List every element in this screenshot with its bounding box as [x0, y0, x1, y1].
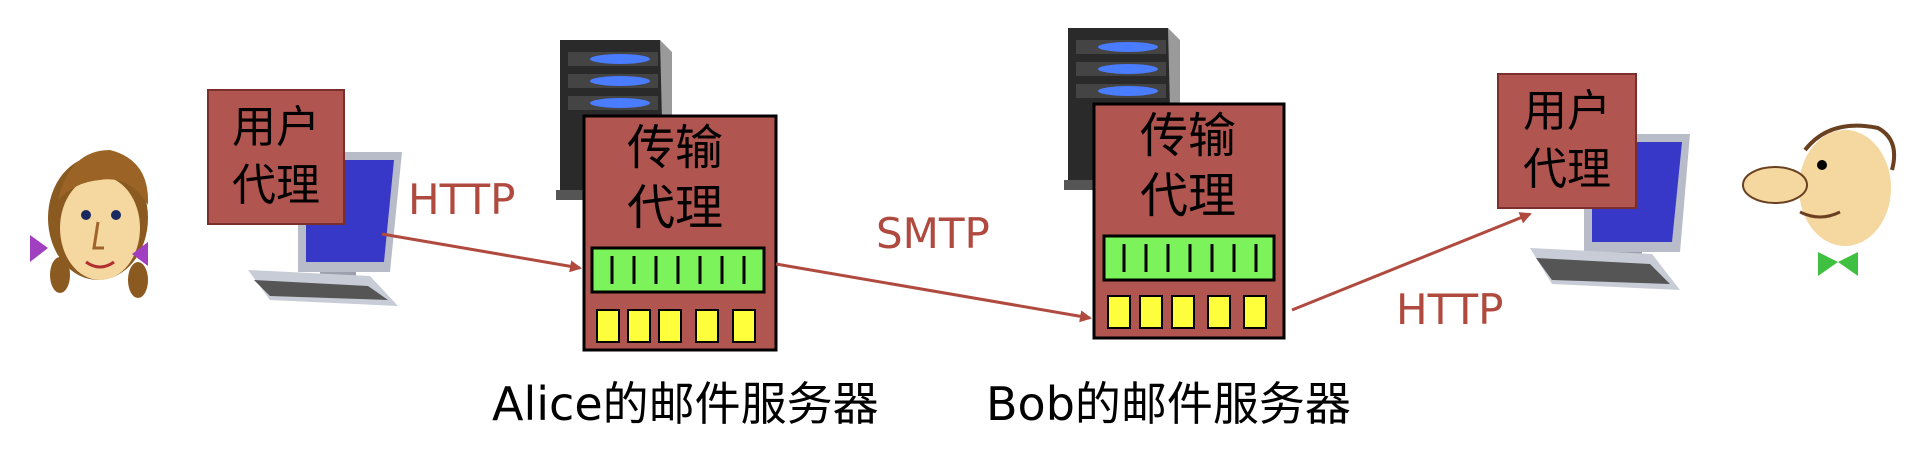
woman-face-icon [30, 150, 149, 298]
transfer-agent-alice-line1: 传输 [627, 120, 723, 176]
protocol-label-http-left: HTTP [408, 175, 515, 224]
transfer-agent-bob-line2: 代理 [1140, 168, 1236, 224]
user-agent-right-line2: 代理 [1523, 144, 1611, 195]
bob-mailbox-slots [1107, 295, 1267, 329]
alice-server-caption: Alice的邮件服务器 [492, 377, 879, 431]
protocol-label-http-right: HTTP [1396, 285, 1503, 334]
user-agent-right [1497, 73, 1637, 209]
transfer-agent-alice-line2: 代理 [627, 180, 723, 236]
protocol-label-smtp: SMTP [876, 209, 990, 258]
bob-server-caption: Bob的邮件服务器 [986, 377, 1351, 431]
smtp-arrow [775, 262, 1092, 323]
man-face-icon [1742, 123, 1897, 276]
http-arrow-left [381, 232, 582, 273]
alice-mailbox-slots [596, 309, 756, 343]
alice-outgoing-queue [590, 246, 766, 294]
user-agent-left-line2: 代理 [232, 160, 320, 211]
transfer-agent-bob-line1: 传输 [1140, 108, 1236, 164]
user-agent-left-line1: 用户 [232, 102, 320, 153]
user-agent-right-line1: 用户 [1523, 86, 1611, 137]
bob-outgoing-queue [1102, 234, 1276, 282]
http-arrow-right [1291, 212, 1532, 312]
user-agent-left [207, 89, 345, 225]
